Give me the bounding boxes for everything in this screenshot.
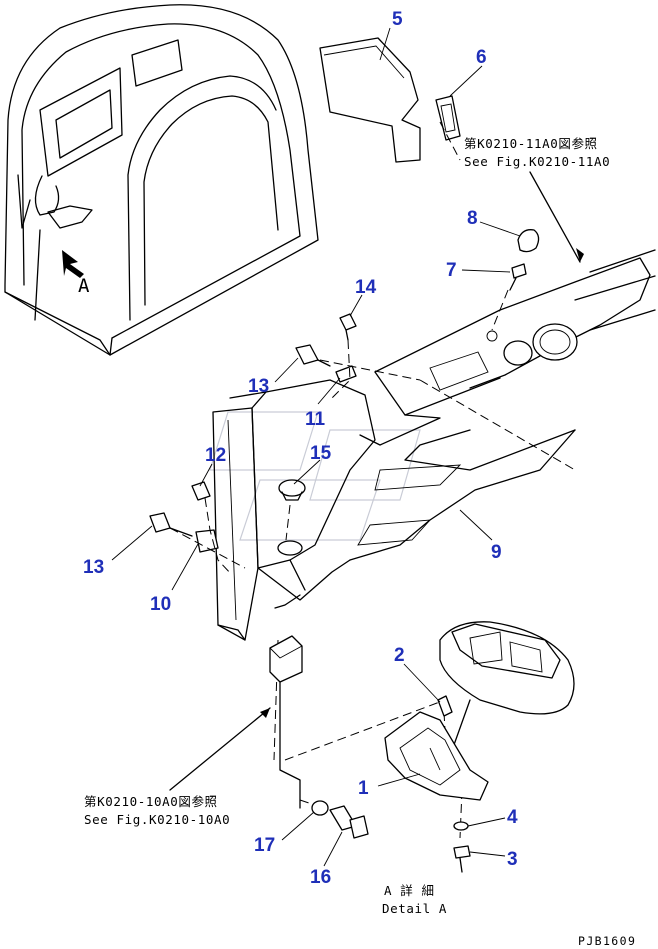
switch-panel bbox=[439, 621, 575, 791]
upper-ref-en: See Fig.K0210-11A0 bbox=[464, 154, 610, 169]
reference-arrow-upper bbox=[529, 171, 584, 263]
callout-13-upper: 13 bbox=[248, 376, 269, 397]
part-11-bracket bbox=[335, 365, 357, 383]
part-4-washer bbox=[453, 821, 469, 831]
part-13-bolt-upper bbox=[295, 344, 331, 367]
part-5-cover bbox=[319, 37, 421, 163]
part-7-screw bbox=[509, 263, 527, 291]
part-16-bolt bbox=[329, 805, 369, 839]
callout-11: 11 bbox=[305, 409, 326, 430]
callout-2: 2 bbox=[394, 645, 405, 666]
part-10-bracket bbox=[195, 529, 219, 553]
detail-a-marker: A bbox=[78, 275, 90, 297]
connector-block bbox=[269, 635, 303, 809]
reference-arrow-lower bbox=[169, 707, 271, 791]
part-2-pin bbox=[437, 695, 453, 717]
part-3-screw bbox=[453, 845, 471, 873]
part-13-bolt-lower bbox=[149, 512, 193, 537]
part-6-clip bbox=[435, 95, 461, 141]
callout-4: 4 bbox=[507, 807, 518, 828]
callout-10: 10 bbox=[150, 594, 171, 615]
callout-15: 15 bbox=[310, 443, 332, 464]
lower-ref-jp: 第K0210-10A0図参照 bbox=[84, 794, 218, 809]
console-assembly bbox=[212, 249, 656, 641]
callout-6: 6 bbox=[476, 47, 487, 68]
callout-5: 5 bbox=[392, 9, 403, 30]
detail-a-arrow bbox=[62, 250, 84, 278]
callout-16: 16 bbox=[310, 867, 331, 888]
callout-9: 9 bbox=[491, 542, 502, 563]
callout-numbers: 5 6 8 7 14 13 11 12 15 9 13 10 2 1 4 17 … bbox=[83, 9, 518, 888]
callout-8: 8 bbox=[467, 208, 478, 229]
detail-caption-jp: A 詳 細 bbox=[384, 883, 435, 898]
reference-notes: 第K0210-11A0図参照 See Fig.K0210-11A0 第K0210… bbox=[84, 136, 636, 948]
upper-ref-jp: 第K0210-11A0図参照 bbox=[464, 136, 598, 151]
leader-lines bbox=[111, 27, 521, 867]
part-14-bolt bbox=[339, 313, 357, 341]
part-8-cap bbox=[517, 229, 540, 253]
lower-ref-en: See Fig.K0210-10A0 bbox=[84, 812, 230, 827]
callout-12: 12 bbox=[205, 445, 226, 466]
callout-3: 3 bbox=[507, 849, 518, 870]
callout-14: 14 bbox=[355, 277, 377, 298]
part-1-bracket bbox=[384, 711, 489, 801]
part-15-grommet bbox=[278, 479, 306, 501]
detail-caption-en: Detail A bbox=[382, 901, 447, 916]
part-17-washer bbox=[311, 800, 329, 816]
part-12-bolt bbox=[191, 481, 211, 501]
cab-outline bbox=[4, 4, 319, 356]
drawing-id: PJB1609 bbox=[578, 934, 636, 948]
callout-7: 7 bbox=[446, 260, 457, 281]
watermark bbox=[209, 411, 421, 541]
callout-17: 17 bbox=[254, 835, 275, 856]
callout-13-lower: 13 bbox=[83, 557, 104, 578]
callout-1: 1 bbox=[358, 778, 369, 799]
